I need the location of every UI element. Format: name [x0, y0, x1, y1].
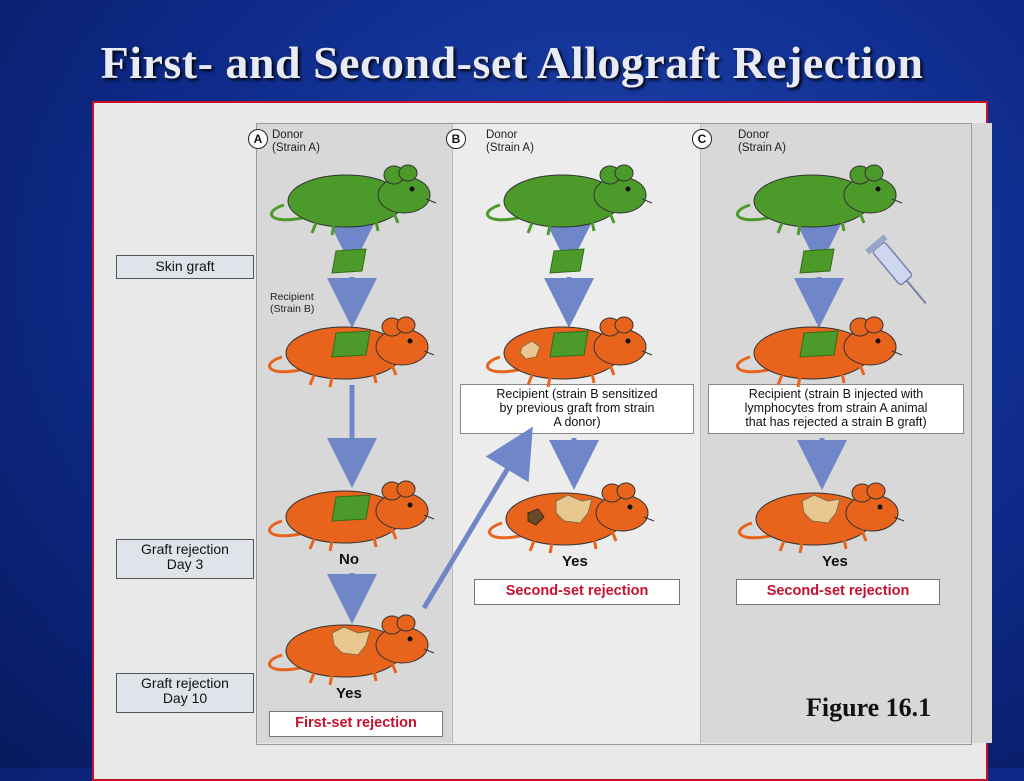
panel-a-donor-line1: Donor	[272, 129, 304, 141]
syringe-icon	[865, 234, 927, 305]
panel-b-recipient-box: Recipient (strain B sensitized by previo…	[460, 384, 694, 434]
panel-b-donor-label: Donor (Strain A)	[486, 129, 534, 155]
figure-frame: Skin graft Graft rejection Day 3 Graft r…	[92, 101, 992, 781]
row-label-day10-line2: Day 10	[162, 690, 208, 706]
panel-outline	[256, 123, 972, 745]
panel-a-donor-label: Donor (Strain A)	[272, 129, 320, 155]
mouse-recipient-c	[736, 316, 903, 388]
diagram-overlay	[327, 213, 927, 624]
mouse-b-result	[488, 482, 655, 554]
panel-c-recipient-line3: that has rejected a strain B graft)	[745, 415, 927, 429]
panel-c-donor-line2: (Strain A)	[738, 142, 786, 154]
panel-c-letter: C	[692, 129, 712, 149]
mouse-donor-b	[486, 164, 653, 236]
mice-layer	[268, 164, 905, 686]
panel-c-second-set-rejection-label: Second-set rejection	[736, 579, 940, 605]
row-label-day10: Graft rejection Day 10	[116, 673, 254, 713]
row-label-skin-graft-text: Skin graft	[155, 258, 215, 274]
panel-b-second-set-rejection-label: Second-set rejection	[474, 579, 680, 605]
panel-b-letter: B	[446, 129, 466, 149]
panel-a-recipient-line1: Recipient	[270, 291, 314, 303]
mouse-donor-c	[736, 164, 903, 236]
panel-a-day10-result: Yes	[336, 685, 362, 702]
panel-a-day3-result: No	[339, 551, 359, 568]
mouse-c-result	[738, 482, 905, 554]
panel-a-recipient-line2: (Strain B)	[270, 303, 315, 315]
panel-a-donor-line2: (Strain A)	[272, 142, 320, 154]
mouse-recipient-a	[268, 316, 435, 388]
panel-b-donor-line1: Donor	[486, 129, 518, 141]
panel-c-result: Yes	[822, 553, 848, 570]
figure-inner: Skin graft Graft rejection Day 3 Graft r…	[94, 103, 992, 779]
row-label-skin-graft: Skin graft	[116, 255, 254, 279]
panel-c-donor-label: Donor (Strain A)	[738, 129, 786, 155]
graft-piece-b	[549, 248, 585, 274]
arrow-a-to-b	[421, 426, 533, 610]
panel-b-recipient-line2: by previous graft from strain	[499, 401, 655, 415]
panel-c-recipient-box: Recipient (strain B injected with lympho…	[708, 384, 964, 434]
mouse-a-day3	[268, 480, 435, 552]
panel-b-result: Yes	[562, 553, 588, 570]
mouse-recipient-b	[486, 316, 653, 388]
panel-b-recipient-line3: A donor)	[553, 415, 601, 429]
row-label-day3: Graft rejection Day 3	[116, 539, 254, 579]
panel-a-recipient-label: Recipient (Strain B)	[270, 291, 314, 315]
graft-piece-c	[799, 248, 835, 274]
row-label-day3-line2: Day 3	[166, 556, 204, 572]
row-label-day10-line1: Graft rejection	[141, 675, 229, 691]
mouse-donor-a	[270, 164, 437, 236]
slide-title: First- and Second-set Allograft Rejectio…	[100, 37, 924, 88]
row-label-day3-line1: Graft rejection	[141, 541, 229, 557]
panel-c-recipient-line1: Recipient (strain B injected with	[748, 387, 924, 401]
panel-b-donor-line2: (Strain A)	[486, 142, 534, 154]
figure-label: Figure 16.1	[806, 693, 932, 722]
first-set-rejection-label: First-set rejection	[269, 711, 443, 737]
panel-b-recipient-line1: Recipient (strain B sensitized	[496, 387, 658, 401]
mouse-a-day10	[268, 614, 435, 686]
panel-a-letter: A	[248, 129, 268, 149]
panel-c-recipient-line2: lymphocytes from strain A animal	[744, 401, 928, 415]
panel-c-donor-line1: Donor	[738, 129, 770, 141]
graft-piece-a	[331, 248, 367, 274]
